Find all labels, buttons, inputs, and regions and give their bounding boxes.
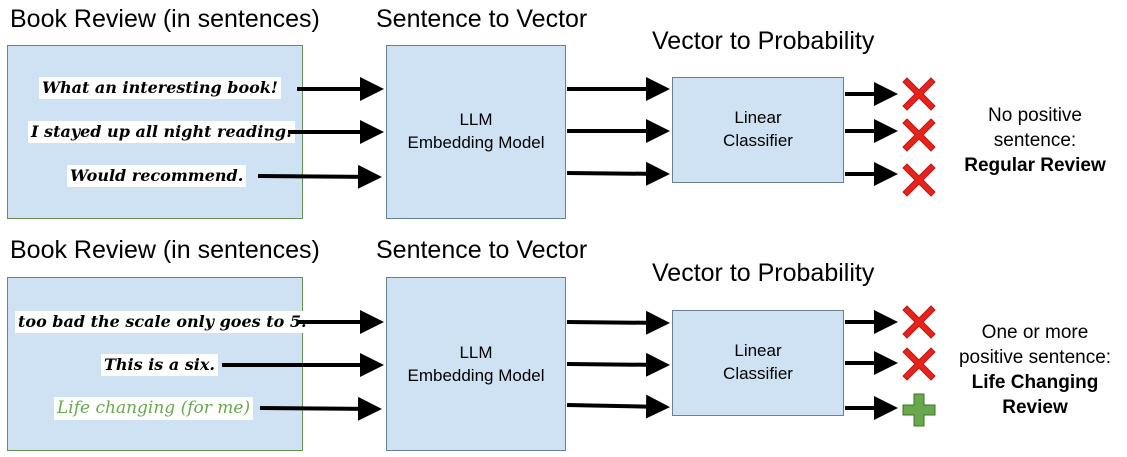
result-line-2: sentence:	[993, 130, 1077, 152]
result-line-1: One or more	[981, 322, 1089, 343]
result-verdict-line-2: Review	[1002, 397, 1068, 419]
vector-heading: Sentence to Vector	[376, 5, 588, 33]
classifier-label: Linear Classifier	[672, 340, 844, 386]
classifier-label-line-2: Classifier	[723, 130, 793, 150]
cross-icon	[902, 305, 936, 339]
sentence-2: This is a six.	[101, 354, 218, 376]
result-label: One or more positive sentence: Life Chan…	[940, 320, 1127, 420]
classifier-label-line-1: Linear	[734, 341, 782, 360]
cross-icon	[902, 118, 936, 152]
embedding-model-label: LLM Embedding Model	[386, 342, 566, 388]
probability-heading: Vector to Probability	[652, 259, 875, 287]
classifier-label-line-2: Classifier	[723, 363, 793, 383]
reviews-heading: Book Review (in sentences)	[10, 5, 320, 33]
reviews-heading: Book Review (in sentences)	[10, 236, 320, 264]
cross-icon	[902, 347, 936, 381]
classifier-box	[672, 77, 844, 183]
sentence-1: too bad the scale only goes to 5.	[15, 311, 310, 333]
arrow-model-to-classifier-1	[566, 310, 670, 335]
arrow-model-to-classifier-3	[566, 394, 670, 419]
model-label-line-1: LLM	[459, 343, 493, 362]
arrow-sentence-3-to-model	[259, 396, 382, 421]
classifier-box	[672, 310, 844, 416]
result-verdict-line-1: Life Changing	[971, 372, 1099, 394]
model-label-line-2: Embedding Model	[407, 365, 545, 385]
probability-heading: Vector to Probability	[652, 27, 875, 55]
classifier-label: Linear Classifier	[672, 107, 844, 153]
sentence-2: I stayed up all night reading.	[28, 121, 295, 143]
cross-icon	[902, 77, 936, 111]
result-line-1: No positive	[988, 105, 1082, 126]
plus-icon	[902, 393, 936, 427]
sentence-1: What an interesting book!	[39, 77, 281, 99]
sentence-3: Would recommend.	[67, 165, 247, 187]
result-label: No positive sentence: Regular Review	[940, 103, 1127, 178]
model-label-line-2: Embedding Model	[407, 132, 545, 152]
vector-heading: Sentence to Vector	[376, 236, 588, 264]
embedding-model-box	[386, 45, 566, 219]
arrow-model-to-classifier-3	[566, 161, 670, 186]
embedding-model-box	[386, 277, 566, 451]
cross-icon	[902, 163, 936, 197]
sentence-3-positive: Life changing (for me)	[54, 397, 254, 421]
result-line-2: positive sentence:	[958, 347, 1112, 369]
arrow-sentence-3-to-model	[257, 164, 382, 189]
arrow-model-to-classifier-2	[566, 352, 670, 377]
result-verdict: Regular Review	[964, 155, 1106, 177]
embedding-model-label: LLM Embedding Model	[386, 109, 566, 155]
classifier-label-line-1: Linear	[734, 108, 782, 127]
model-label-line-1: LLM	[459, 110, 493, 129]
